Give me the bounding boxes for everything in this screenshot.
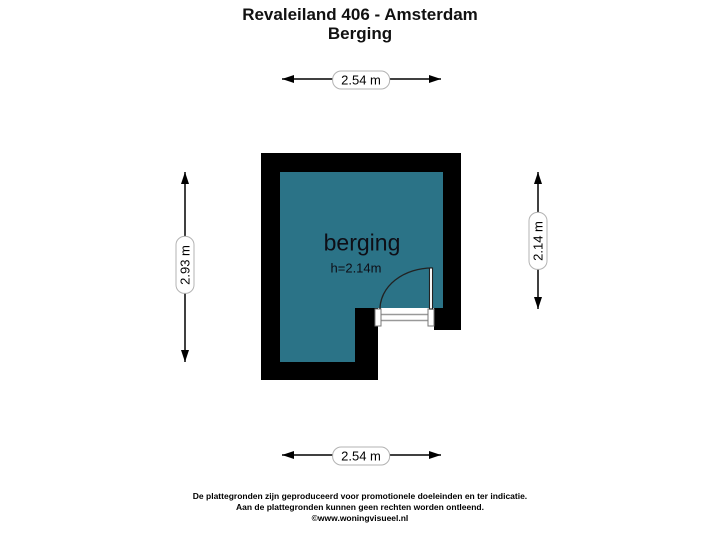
dimension-label-left: 2.93 m — [175, 236, 195, 294]
footer-line-1: De plattegronden zijn geproduceerd voor … — [192, 491, 528, 501]
room-floor — [280, 172, 443, 362]
dimension-label-right: 2.14 m — [528, 212, 548, 270]
room-height-label: h=2.14m — [330, 260, 382, 276]
footer-copyright: ©www.woningvisueel.nl — [311, 513, 409, 523]
footer-line-2: Aan de plattegronden kunnen geen rechten… — [236, 502, 484, 512]
door-swing-arc — [379, 267, 433, 310]
dimension-label-bottom: 2.54 m — [332, 446, 390, 466]
dimension-label-top: 2.54 m — [332, 70, 390, 90]
door-jamb-left — [374, 308, 382, 327]
room-name-label: berging — [323, 229, 401, 256]
title-room-type: Berging — [327, 23, 393, 43]
footer-disclaimer: De plattegronden zijn geproduceerd voor … — [0, 491, 720, 524]
door-panel — [428, 267, 434, 310]
title-address: Revaleiland 406 - Amsterdam — [242, 5, 478, 24]
page-title: Revaleiland 406 - Amsterdam Berging — [0, 5, 720, 43]
door-threshold — [378, 308, 434, 330]
door-jamb-right — [427, 308, 435, 327]
